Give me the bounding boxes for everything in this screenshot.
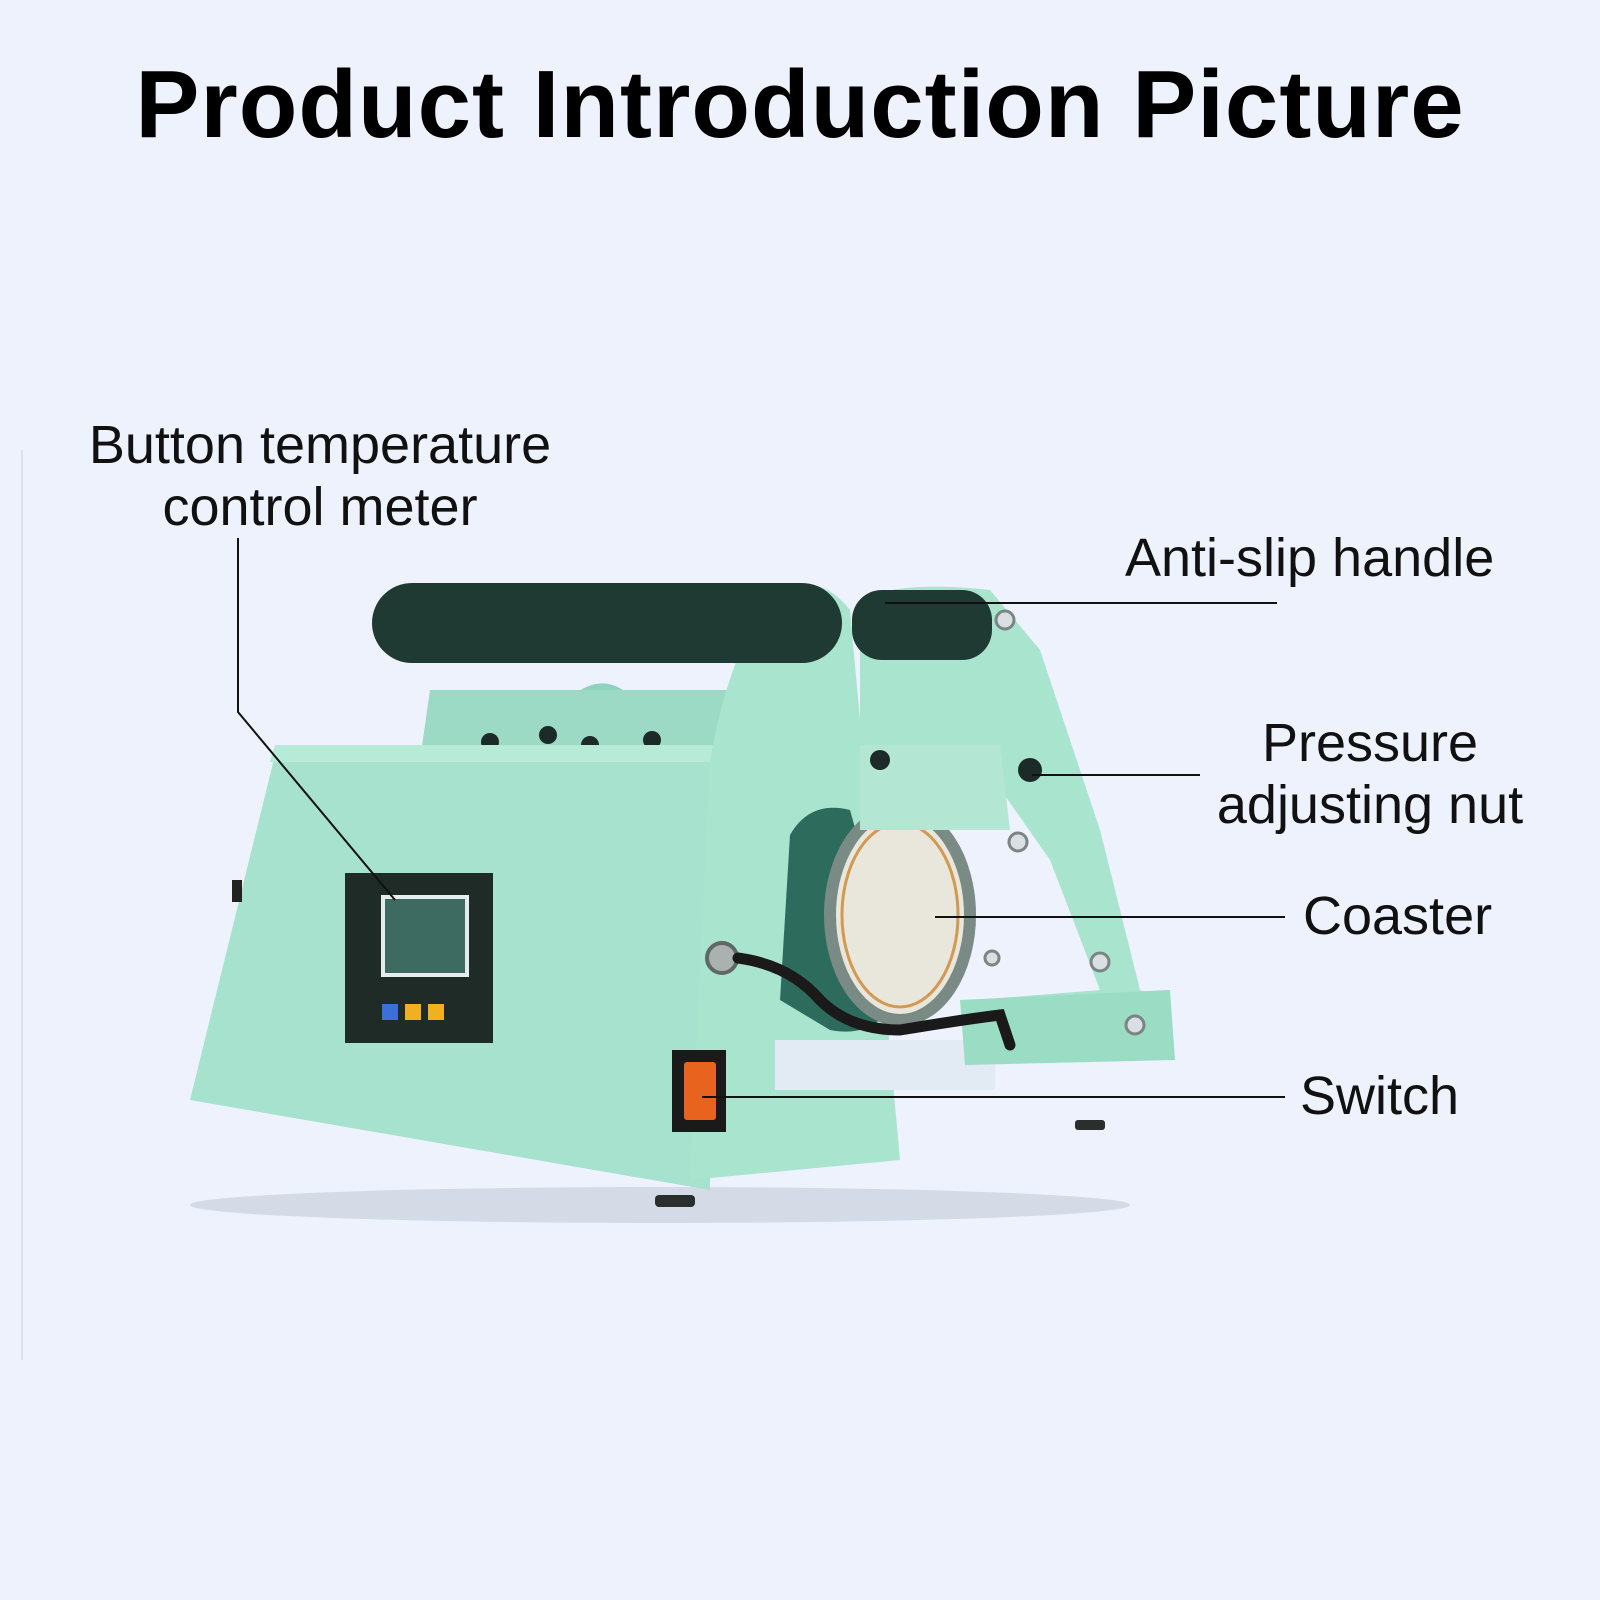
meter-button-amber-2	[428, 1004, 444, 1020]
frame-cutout	[775, 1040, 995, 1090]
power-switch-rocker	[684, 1062, 716, 1120]
power-cable	[732, 952, 1016, 1051]
label-pressure-nut-line2: adjusting nut	[1216, 775, 1524, 835]
meter-button-blue	[382, 1004, 398, 1020]
page-title: Product Introduction Picture	[135, 51, 1465, 158]
pressure-nut	[1018, 758, 1042, 782]
anti-slip-handle-front	[372, 583, 842, 663]
machine-body-top-edge	[270, 745, 715, 762]
meter-callout-line	[237, 538, 396, 901]
arm-knob	[870, 750, 890, 770]
foot-front	[655, 1195, 695, 1207]
pressure-arm	[860, 745, 1010, 830]
anti-slip-handle-back	[852, 590, 992, 660]
side-frame-right	[860, 586, 1170, 1060]
meter-button-amber-1	[405, 1004, 421, 1020]
label-control-meter-line2: control meter	[162, 477, 478, 537]
label-control-meter-line1: Button temperature	[88, 415, 552, 475]
label-pressure-nut: Pressure adjusting nut	[1185, 712, 1555, 836]
label-coaster: Coaster	[1303, 886, 1493, 946]
label-control-meter: Button temperature control meter	[60, 414, 580, 538]
foot-right	[1075, 1120, 1105, 1130]
left-edge-divider	[21, 450, 23, 1360]
side-knob	[232, 880, 242, 902]
control-meter-screen	[381, 895, 469, 977]
label-anti-slip-handle: Anti-slip handle	[1125, 528, 1495, 588]
coaster-pad	[824, 804, 976, 1026]
callout-lines	[237, 538, 1285, 1098]
label-switch: Switch	[1300, 1066, 1460, 1126]
label-pressure-nut-line1: Pressure	[1261, 713, 1479, 773]
